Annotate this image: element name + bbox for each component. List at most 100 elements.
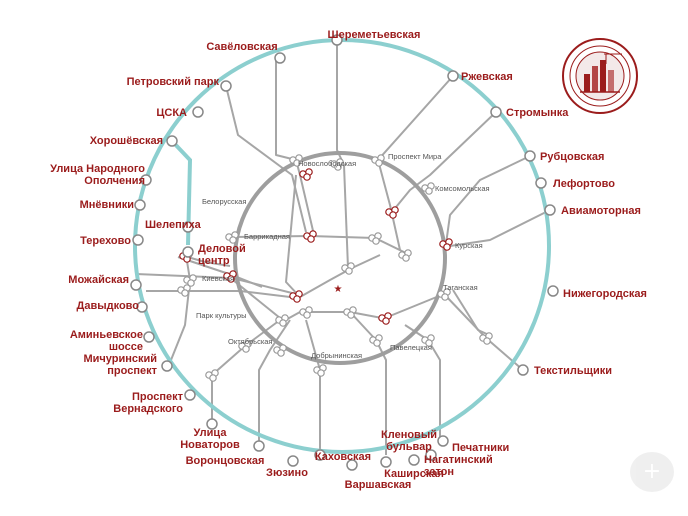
- station-label-авиамоторная[interactable]: Авиамоторная: [561, 205, 641, 217]
- inner-station-новослободская[interactable]: Новослободская: [298, 159, 356, 168]
- station-dot-мичуринский-проспект[interactable]: [161, 360, 173, 372]
- station-dot-зюзино[interactable]: [287, 455, 299, 467]
- transfer-node-icon[interactable]: [368, 232, 382, 245]
- station-dot-стромынка[interactable]: [490, 106, 502, 118]
- station-dot-улица-новаторов[interactable]: [206, 418, 218, 430]
- station-label-петровский-парк[interactable]: Петровский парк: [127, 76, 220, 88]
- station-label-печатники[interactable]: Печатники: [452, 442, 509, 454]
- transfer-node-icon[interactable]: [289, 290, 303, 303]
- transfer-node-icon[interactable]: [378, 312, 392, 325]
- station-label-шереметьевская[interactable]: Шереметьевская: [328, 29, 421, 41]
- station-dot-проспект-вернадского[interactable]: [184, 389, 196, 401]
- station-dot-кленовый-бульвар[interactable]: [425, 449, 437, 461]
- transfer-node-icon[interactable]: [343, 306, 357, 319]
- station-label-мнёвники[interactable]: Мнёвники: [80, 199, 134, 211]
- inner-station-курская[interactable]: Курская: [455, 241, 483, 250]
- inner-station-таганская[interactable]: Таганская: [443, 283, 478, 292]
- transfer-node-icon[interactable]: [398, 249, 412, 262]
- transfer-node-icon[interactable]: [421, 182, 435, 195]
- station-label-зюзино[interactable]: Зюзино: [266, 467, 308, 479]
- station-dot-хорошёвская[interactable]: [166, 135, 178, 147]
- station-label-можайская[interactable]: Можайская: [68, 274, 129, 286]
- station-label-ржевская[interactable]: Ржевская: [461, 71, 513, 83]
- transfer-node-icon[interactable]: [479, 332, 493, 345]
- station-dot-авиамоторная[interactable]: [544, 204, 556, 216]
- transfer-node-icon[interactable]: [299, 306, 313, 319]
- transfer-node-icon[interactable]: [177, 284, 191, 297]
- station-label-стромынка[interactable]: Стромынка: [506, 107, 569, 119]
- station-dot-каховская[interactable]: [314, 449, 326, 461]
- station-label-давыдково[interactable]: Давыдково: [76, 300, 139, 312]
- station-dot-мнёвники[interactable]: [134, 199, 146, 211]
- transfer-node-icon[interactable]: [421, 334, 435, 347]
- station-label-савёловская[interactable]: Савёловская: [206, 41, 277, 53]
- station-label-шелепиха[interactable]: Шелепиха: [145, 219, 202, 231]
- transfer-node-icon[interactable]: [225, 231, 239, 244]
- station-label-варшавская[interactable]: Варшавская: [345, 479, 412, 491]
- transfer-node-icon[interactable]: [385, 206, 399, 219]
- station-dot-каширская[interactable]: [380, 456, 392, 468]
- inner-station-киевская[interactable]: Киевская: [202, 274, 234, 283]
- station-dot-шелепиха[interactable]: [182, 221, 194, 233]
- station-label-рубцовская[interactable]: Рубцовская: [540, 151, 604, 163]
- zoom-plus-icon[interactable]: +: [630, 452, 674, 492]
- station-dot-ржевская[interactable]: [447, 70, 459, 82]
- station-dot-аминьевское-шоссе[interactable]: [143, 331, 155, 343]
- station-label-лефортово[interactable]: Лефортово: [553, 178, 615, 190]
- station-dot-петровский-парк[interactable]: [220, 80, 232, 92]
- inner-station-баррикадная[interactable]: Баррикадная: [244, 232, 290, 241]
- inner-station-белорусская[interactable]: Белорусская: [202, 197, 246, 206]
- station-dot-шереметьевская[interactable]: [331, 34, 343, 46]
- transfer-node-icon[interactable]: [238, 340, 252, 353]
- inner-station-проспект-мира[interactable]: Проспект Мира: [388, 152, 442, 161]
- station-dot-печатники[interactable]: [437, 435, 449, 447]
- transfer-node-icon[interactable]: [341, 262, 355, 275]
- station-dot-деловой-центр[interactable]: [182, 246, 194, 258]
- station-label-нижегородская[interactable]: Нижегородская: [563, 288, 647, 300]
- transfer-node-icon[interactable]: [205, 369, 219, 382]
- station-dot-воронцовская[interactable]: [253, 440, 265, 452]
- station-label-воронцовская[interactable]: Воронцовская: [186, 455, 265, 467]
- station-label-цска[interactable]: ЦСКА: [156, 107, 187, 119]
- transfer-node-icon[interactable]: [299, 168, 313, 181]
- station-label-терехово[interactable]: Терехово: [80, 235, 131, 247]
- station-label-хорошёвская[interactable]: Хорошёвская: [90, 135, 163, 147]
- station-dot-можайская[interactable]: [130, 279, 142, 291]
- inner-station-октябрьская[interactable]: Октябрьская: [228, 337, 273, 346]
- inner-station-добрынинская[interactable]: Добрынинская: [311, 351, 362, 360]
- station-dot-терехово[interactable]: [132, 234, 144, 246]
- station-dot-савёловская[interactable]: [274, 52, 286, 64]
- station-dot-текстильщики[interactable]: [517, 364, 529, 376]
- station-dot-нижегородская[interactable]: [547, 285, 559, 297]
- transfer-node-icon[interactable]: [371, 154, 385, 167]
- station-dot-нагатинский-затон[interactable]: [408, 454, 420, 466]
- transfer-node-icon[interactable]: [273, 344, 287, 357]
- station-dot-варшавская[interactable]: [346, 459, 358, 471]
- station-label-каховская[interactable]: Каховская: [315, 451, 371, 463]
- inner-station-комсомольская[interactable]: Комсомольская: [435, 184, 490, 193]
- transfer-node-icon[interactable]: [183, 274, 197, 287]
- station-dot-рубцовская[interactable]: [524, 150, 536, 162]
- station-label-каширская[interactable]: Каширская: [384, 468, 444, 480]
- station-label-текстильщики[interactable]: Текстильщики: [534, 365, 612, 377]
- transfer-node-icon[interactable]: [223, 270, 237, 283]
- station-dot-улица-народного-ополчения[interactable]: [140, 174, 152, 186]
- station-dot-цска[interactable]: [192, 106, 204, 118]
- station-dot-давыдково[interactable]: [136, 301, 148, 313]
- transfer-node-icon[interactable]: [303, 230, 317, 243]
- transfer-node-icon[interactable]: [439, 238, 453, 251]
- transfer-node-icon[interactable]: [330, 158, 344, 171]
- inner-station-павелецкая[interactable]: Павелецкая: [390, 343, 432, 352]
- inner-station-парк-культуры[interactable]: Парк культуры: [196, 311, 247, 320]
- transfer-node-icon[interactable]: [437, 288, 451, 301]
- station-dot-лефортово[interactable]: [535, 177, 547, 189]
- transfer-node-icon[interactable]: [313, 364, 327, 377]
